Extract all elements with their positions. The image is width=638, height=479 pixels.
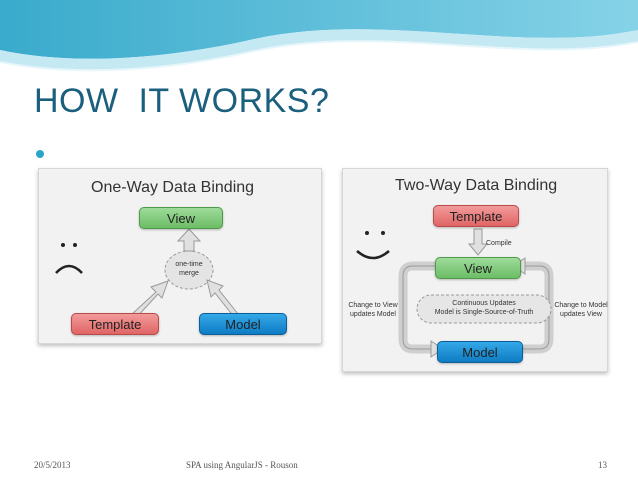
two-way-template-box: Template [433,205,519,227]
one-way-arrows [130,228,239,320]
view-updates-model-note: Change to View updates Model [348,302,398,318]
happy-face-icon [356,231,390,260]
one-way-template-label: Template [88,316,142,332]
one-way-view-label: View [167,210,195,226]
bullet-point [36,150,44,158]
two-way-view-box: View [435,257,521,279]
footer-date: 20/5/2013 [34,460,71,470]
one-way-template-box: Template [71,313,159,335]
footer-page-number: 13 [598,460,607,470]
one-time-merge-label: one-time merge [175,261,203,277]
two-way-template-label: Template [449,208,503,224]
two-way-view-label: View [464,260,492,276]
two-way-model-label: Model [462,344,498,360]
two-way-model-box: Model [437,341,523,363]
one-way-title: One-Way Data Binding [91,179,255,196]
two-way-binding-diagram: Two-Way Data Binding Template Compile Vi… [342,168,608,372]
model-updates-view-note: Change to Model updates View [554,302,608,318]
single-source-of-truth-label: Model is Single-Source-of-Truth [434,309,534,316]
continuous-updates-label: Continuous Updates [452,300,516,307]
one-way-model-box: Model [199,313,287,335]
two-way-arrows [398,228,554,358]
sad-face-icon [55,243,83,274]
one-way-model-label: Model [225,316,261,332]
footer-center-text: SPA using AngularJS - Rouson [186,460,298,470]
compile-label: Compile [486,240,512,247]
one-way-binding-diagram: One-Way Data Binding View one-time merge… [38,168,322,344]
two-way-title: Two-Way Data Binding [395,177,558,194]
header-wave-decoration [0,0,638,72]
one-way-view-box: View [139,207,223,229]
slide-title: HOW IT WORKS? [34,82,330,120]
